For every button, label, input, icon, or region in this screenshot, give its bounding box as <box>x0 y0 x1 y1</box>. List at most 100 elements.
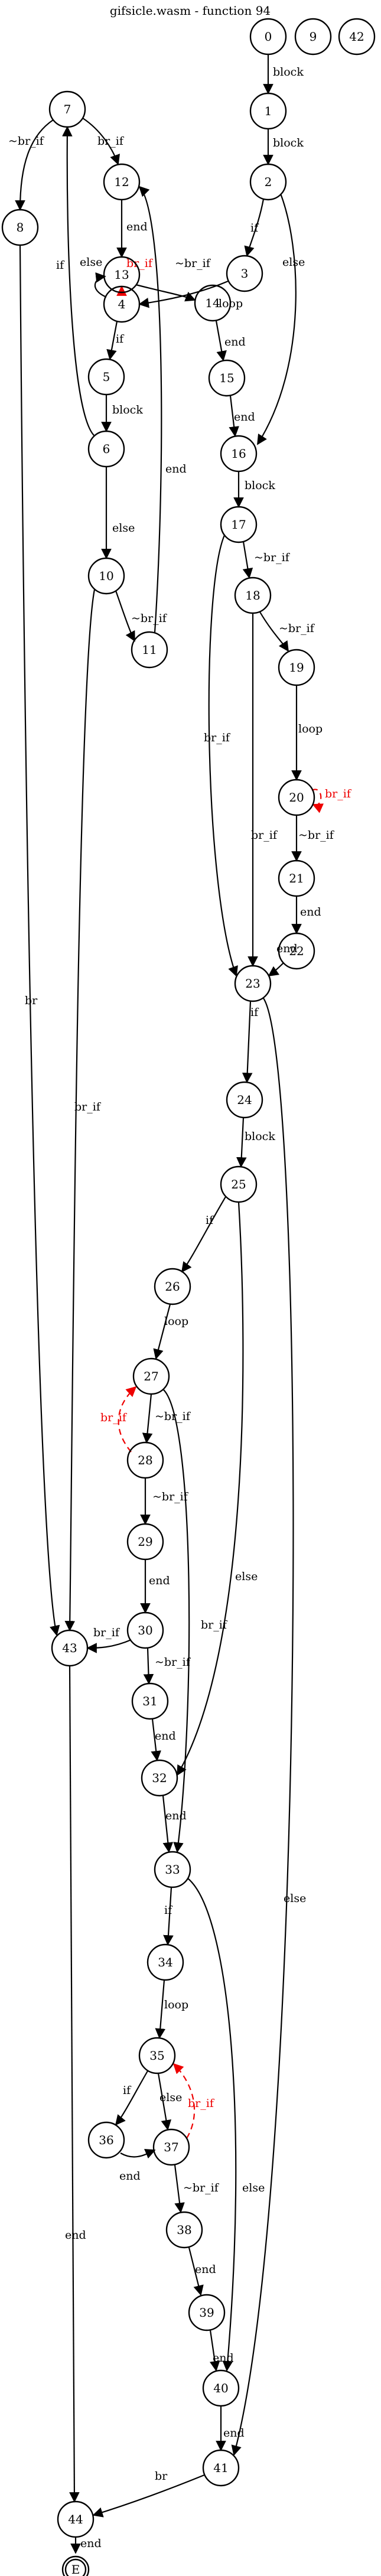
node-circle <box>131 1682 169 1720</box>
edge-label-21-22: end <box>300 906 321 919</box>
node-4[interactable]: 4 <box>103 285 141 323</box>
edge-17-18 <box>242 541 253 579</box>
edge-2-16 <box>257 193 297 445</box>
node-label: 33 <box>165 1862 180 1877</box>
node-label: 11 <box>142 643 157 657</box>
node-39[interactable]: 39 <box>188 2294 226 2331</box>
node-8[interactable]: 8 <box>1 209 39 246</box>
node-label: 17 <box>231 517 246 532</box>
edge-label-11-12: end <box>165 463 187 476</box>
node-13[interactable]: 13 <box>103 256 141 294</box>
node-label: E <box>71 2562 80 2576</box>
node-14[interactable]: 14 <box>194 284 232 322</box>
node-label: 36 <box>99 2133 113 2147</box>
node-circle <box>154 1851 191 1888</box>
node-circle <box>249 92 287 130</box>
node-29[interactable]: 29 <box>126 1523 164 1561</box>
node-19[interactable]: 19 <box>278 649 315 686</box>
node-12[interactable]: 12 <box>103 163 141 201</box>
edge-label-36-37: end <box>119 2170 141 2183</box>
node-6[interactable]: 6 <box>87 430 125 468</box>
node-circle <box>154 1268 191 1305</box>
node-25[interactable]: 25 <box>220 1165 258 1203</box>
edge-label-33-34: if <box>164 1904 173 1917</box>
edge-14-15 <box>215 320 227 362</box>
node-27[interactable]: 27 <box>132 1357 170 1395</box>
node-44[interactable]: 44 <box>57 2500 95 2538</box>
node-40[interactable]: 40 <box>202 2369 240 2407</box>
edge-32-33 <box>162 1795 174 1853</box>
edge-label-30-43: br_if <box>93 1626 121 1639</box>
node-circle <box>338 18 376 56</box>
edge-33-34 <box>163 1887 174 1946</box>
node-circle <box>126 1611 164 1649</box>
node-32[interactable]: 32 <box>141 1759 178 1797</box>
node-38[interactable]: 38 <box>165 2211 203 2249</box>
node-10[interactable]: 10 <box>87 557 125 595</box>
node-26[interactable]: 26 <box>154 1268 191 1305</box>
edge-label-39-40: end <box>213 2352 234 2365</box>
edge-label-10-43: br_if <box>74 1100 102 1113</box>
node-2[interactable]: 2 <box>249 163 287 201</box>
node-5[interactable]: 5 <box>87 358 125 396</box>
node-label: 34 <box>158 1955 172 1969</box>
edge-label-6-7: if <box>56 259 65 272</box>
node-circle <box>51 1629 89 1667</box>
node-20[interactable]: 20 <box>278 779 315 816</box>
edge-6-7 <box>62 126 95 437</box>
node-35[interactable]: 35 <box>138 2037 176 2075</box>
edge-26-27 <box>153 1304 171 1360</box>
edge-label-28-29: ~br_if <box>152 1490 189 1503</box>
node-18[interactable]: 18 <box>234 577 272 614</box>
node-3[interactable]: 3 <box>226 255 263 292</box>
node-43[interactable]: 43 <box>51 1629 89 1667</box>
node-label: 6 <box>103 442 110 456</box>
node-30[interactable]: 30 <box>126 1611 164 1649</box>
node-E[interactable]: E <box>61 2555 90 2576</box>
edge-label-7-8: ~br_if <box>8 135 45 148</box>
node-label: 27 <box>144 1369 158 1383</box>
node-21[interactable]: 21 <box>278 859 315 897</box>
node-circle <box>194 284 232 322</box>
node-37[interactable]: 37 <box>152 2128 190 2166</box>
node-label: 15 <box>219 371 234 385</box>
node-41[interactable]: 41 <box>202 2449 240 2487</box>
node-23[interactable]: 23 <box>234 965 272 1002</box>
node-31[interactable]: 31 <box>131 1682 169 1720</box>
edge-label-10-11: ~br_if <box>131 612 168 625</box>
node-24[interactable]: 24 <box>226 1081 263 1119</box>
node-16[interactable]: 16 <box>220 435 258 473</box>
node-42[interactable]: 42 <box>338 18 376 56</box>
node-circle <box>1 209 39 246</box>
node-circle <box>152 2128 190 2166</box>
node-inner-circle <box>64 2558 87 2576</box>
edge-label-0-1: block <box>273 66 304 79</box>
node-22[interactable]: 22 <box>278 932 315 970</box>
node-label: 24 <box>237 1093 252 1107</box>
node-34[interactable]: 34 <box>146 1943 184 1981</box>
node-17[interactable]: 17 <box>220 506 258 543</box>
node-label: 19 <box>289 660 304 675</box>
node-1[interactable]: 1 <box>249 92 287 130</box>
edge-label-7-12: br_if <box>97 135 125 148</box>
node-7[interactable]: 7 <box>48 90 86 128</box>
edge-23-41 <box>231 998 294 2456</box>
node-label: 40 <box>213 2381 228 2395</box>
node-label: 8 <box>17 220 24 235</box>
node-33[interactable]: 33 <box>154 1851 191 1888</box>
node-15[interactable]: 15 <box>208 359 246 397</box>
node-9[interactable]: 9 <box>294 18 332 56</box>
edge-37-35 <box>172 2063 196 2139</box>
node-36[interactable]: 36 <box>87 2121 125 2159</box>
node-label: 9 <box>310 30 317 44</box>
edge-18-19 <box>259 611 289 652</box>
node-label: 1 <box>265 104 272 118</box>
edge-20-20 <box>311 789 324 813</box>
node-circle <box>234 965 272 1002</box>
node-28[interactable]: 28 <box>126 1441 164 1479</box>
node-11[interactable]: 11 <box>131 631 168 669</box>
node-0[interactable]: 0 <box>249 18 287 56</box>
edge-23-24 <box>242 1001 253 1083</box>
edge-11-12 <box>138 185 162 633</box>
edge-27-28 <box>142 1393 153 1444</box>
